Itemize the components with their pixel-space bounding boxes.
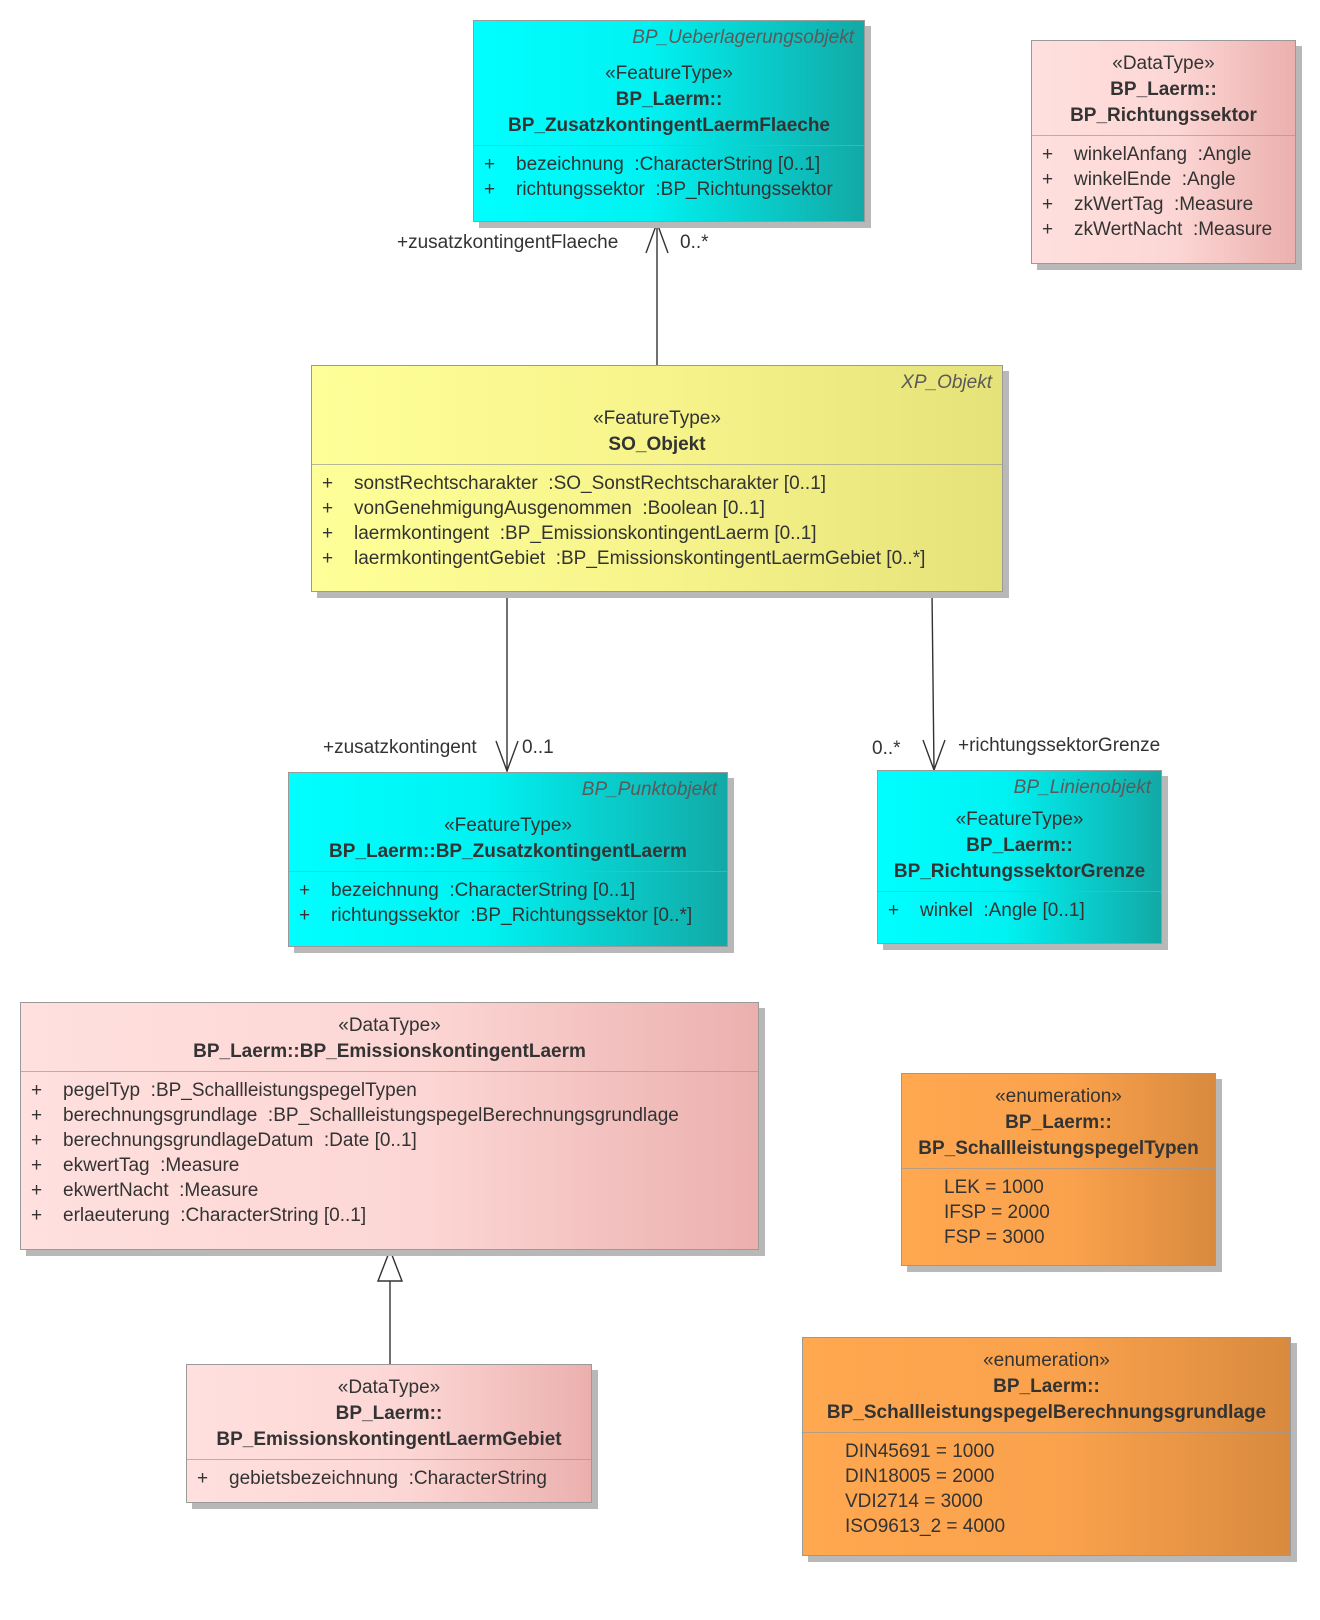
attribute-row: +zkWertTag :Measure bbox=[1042, 194, 1254, 215]
role-label-flaeche: +zusatzkontingentFlaeche bbox=[397, 232, 619, 253]
attribute-row: +laermkontingent :BP_Emissionskontingent… bbox=[322, 523, 817, 544]
parent-class-label: BP_Punktobjekt bbox=[581, 779, 717, 800]
class-name: SO_Objekt bbox=[608, 434, 706, 455]
stereotype-label: «enumeration» bbox=[983, 1350, 1110, 1371]
class-zusatzkontingent-laerm-flaeche[interactable]: BP_Ueberlagerungsobjekt «FeatureType» BP… bbox=[473, 20, 865, 222]
enum-schallleistungspegel-typen[interactable]: «enumeration» BP_Laerm:: BP_Schallleistu… bbox=[901, 1073, 1216, 1266]
stereotype-label: «DataType» bbox=[1112, 53, 1215, 74]
attribute-row: +sonstRechtscharakter :SO_SonstRechtscha… bbox=[322, 473, 827, 494]
stereotype-label: «DataType» bbox=[337, 1377, 441, 1398]
class-richtungssektor[interactable]: «DataType» BP_Laerm:: BP_Richtungssektor… bbox=[1031, 40, 1296, 264]
class-name: BP_Laerm:: bbox=[615, 89, 723, 110]
enum-schallleistungspegel-berechnungsgrundlage[interactable]: «enumeration» BP_Laerm:: BP_Schallleistu… bbox=[802, 1337, 1291, 1556]
enum-literal: VDI2714 = 3000 bbox=[845, 1491, 983, 1512]
class-name: BP_Laerm::BP_EmissionskontingentLaerm bbox=[193, 1041, 586, 1062]
attribute-row: +bezeichnung :CharacterString [0..1] bbox=[484, 154, 821, 175]
enum-literal: FSP = 3000 bbox=[944, 1227, 1045, 1248]
attribute-row: +ekwertTag :Measure bbox=[31, 1155, 240, 1176]
class-name: BP_Laerm:: bbox=[1110, 79, 1217, 100]
class-zusatzkontingent-laerm[interactable]: BP_Punktobjekt «FeatureType» BP_Laerm::B… bbox=[288, 772, 728, 947]
multiplicity-label-zusatz: 0..1 bbox=[522, 737, 554, 758]
stereotype-label: «DataType» bbox=[338, 1015, 441, 1036]
attribute-row: +gebietsbezeichnung :CharacterString bbox=[197, 1468, 547, 1489]
attribute-row: +vonGenehmigungAusgenommen :Boolean [0..… bbox=[322, 498, 765, 519]
stereotype-label: «FeatureType» bbox=[444, 815, 572, 836]
assoc-arrowhead-flaeche bbox=[645, 220, 669, 254]
enum-literal: IFSP = 2000 bbox=[944, 1202, 1050, 1223]
class-name: BP_Laerm:: bbox=[1005, 1112, 1112, 1133]
parent-class-label: BP_Linienobjekt bbox=[1013, 777, 1151, 798]
class-richtungssektor-grenze[interactable]: BP_Linienobjekt «FeatureType» BP_Laerm::… bbox=[877, 770, 1162, 944]
assoc-arrowhead-zusatz bbox=[495, 740, 519, 774]
class-emissionskontingent-laerm-gebiet[interactable]: «DataType» BP_Laerm:: BP_Emissionskontin… bbox=[186, 1364, 592, 1503]
stereotype-label: «FeatureType» bbox=[593, 408, 721, 429]
assoc-line-grenze bbox=[931, 591, 935, 771]
attribute-row: +richtungssektor :BP_Richtungssektor [0.… bbox=[299, 905, 693, 926]
multiplicity-label-flaeche: 0..* bbox=[680, 232, 709, 253]
class-name: BP_ZusatzkontingentLaermFlaeche bbox=[507, 115, 831, 136]
class-emissionskontingent-laerm[interactable]: «DataType» BP_Laerm::BP_Emissionskonting… bbox=[20, 1002, 759, 1250]
class-name: BP_Laerm:: bbox=[993, 1376, 1100, 1397]
class-name: BP_Laerm:: bbox=[966, 835, 1073, 856]
stereotype-label: «enumeration» bbox=[995, 1086, 1122, 1107]
attribute-row: +berechnungsgrundlageDatum :Date [0..1] bbox=[31, 1130, 417, 1151]
class-name: BP_Laerm::BP_ZusatzkontingentLaerm bbox=[329, 841, 687, 862]
class-name: BP_SchallleistungspegelBerechnungsgrundl… bbox=[826, 1402, 1267, 1423]
class-name: BP_EmissionskontingentLaermGebiet bbox=[216, 1429, 562, 1450]
enum-literal: DIN18005 = 2000 bbox=[845, 1466, 995, 1487]
attribute-row: +ekwertNacht :Measure bbox=[31, 1180, 259, 1201]
class-name: BP_Laerm:: bbox=[335, 1403, 443, 1424]
attribute-row: +zkWertNacht :Measure bbox=[1042, 219, 1273, 240]
class-name: BP_Richtungssektor bbox=[1070, 105, 1257, 126]
attribute-row: +bezeichnung :CharacterString [0..1] bbox=[299, 880, 636, 901]
attribute-row: +laermkontingentGebiet :BP_Emissionskont… bbox=[322, 548, 926, 569]
attribute-row: +berechnungsgrundlage :BP_Schallleistung… bbox=[31, 1105, 679, 1126]
class-name: BP_SchallleistungspegelTypen bbox=[918, 1138, 1199, 1159]
attribute-row: +winkelEnde :Angle bbox=[1042, 169, 1236, 190]
multiplicity-label-grenze: 0..* bbox=[872, 738, 901, 759]
parent-class-label: BP_Ueberlagerungsobjekt bbox=[632, 27, 854, 48]
enum-literal: LEK = 1000 bbox=[944, 1177, 1044, 1198]
generalization-triangle bbox=[376, 1248, 404, 1282]
role-label-zusatz: +zusatzkontingent bbox=[323, 737, 477, 758]
stereotype-label: «FeatureType» bbox=[955, 809, 1084, 830]
attribute-row: +erlaeuterung :CharacterString [0..1] bbox=[31, 1205, 367, 1226]
role-label-grenze: +richtungssektorGrenze bbox=[958, 735, 1161, 756]
attribute-row: +pegelTyp :BP_SchallleistungspegelTypen bbox=[31, 1080, 417, 1101]
enum-literal: ISO9613_2 = 4000 bbox=[845, 1516, 1006, 1537]
class-so-objekt[interactable]: XP_Objekt «FeatureType» SO_Objekt +sonst… bbox=[311, 365, 1003, 592]
stereotype-label: «FeatureType» bbox=[605, 63, 733, 84]
attribute-row: +winkel :Angle [0..1] bbox=[888, 900, 1085, 921]
attribute-row: +winkelAnfang :Angle bbox=[1042, 144, 1252, 165]
parent-class-label: XP_Objekt bbox=[901, 372, 992, 393]
enum-literal: DIN45691 = 1000 bbox=[845, 1441, 995, 1462]
attribute-row: +richtungssektor :BP_Richtungssektor bbox=[484, 179, 833, 200]
class-name: BP_RichtungssektorGrenze bbox=[893, 861, 1146, 882]
